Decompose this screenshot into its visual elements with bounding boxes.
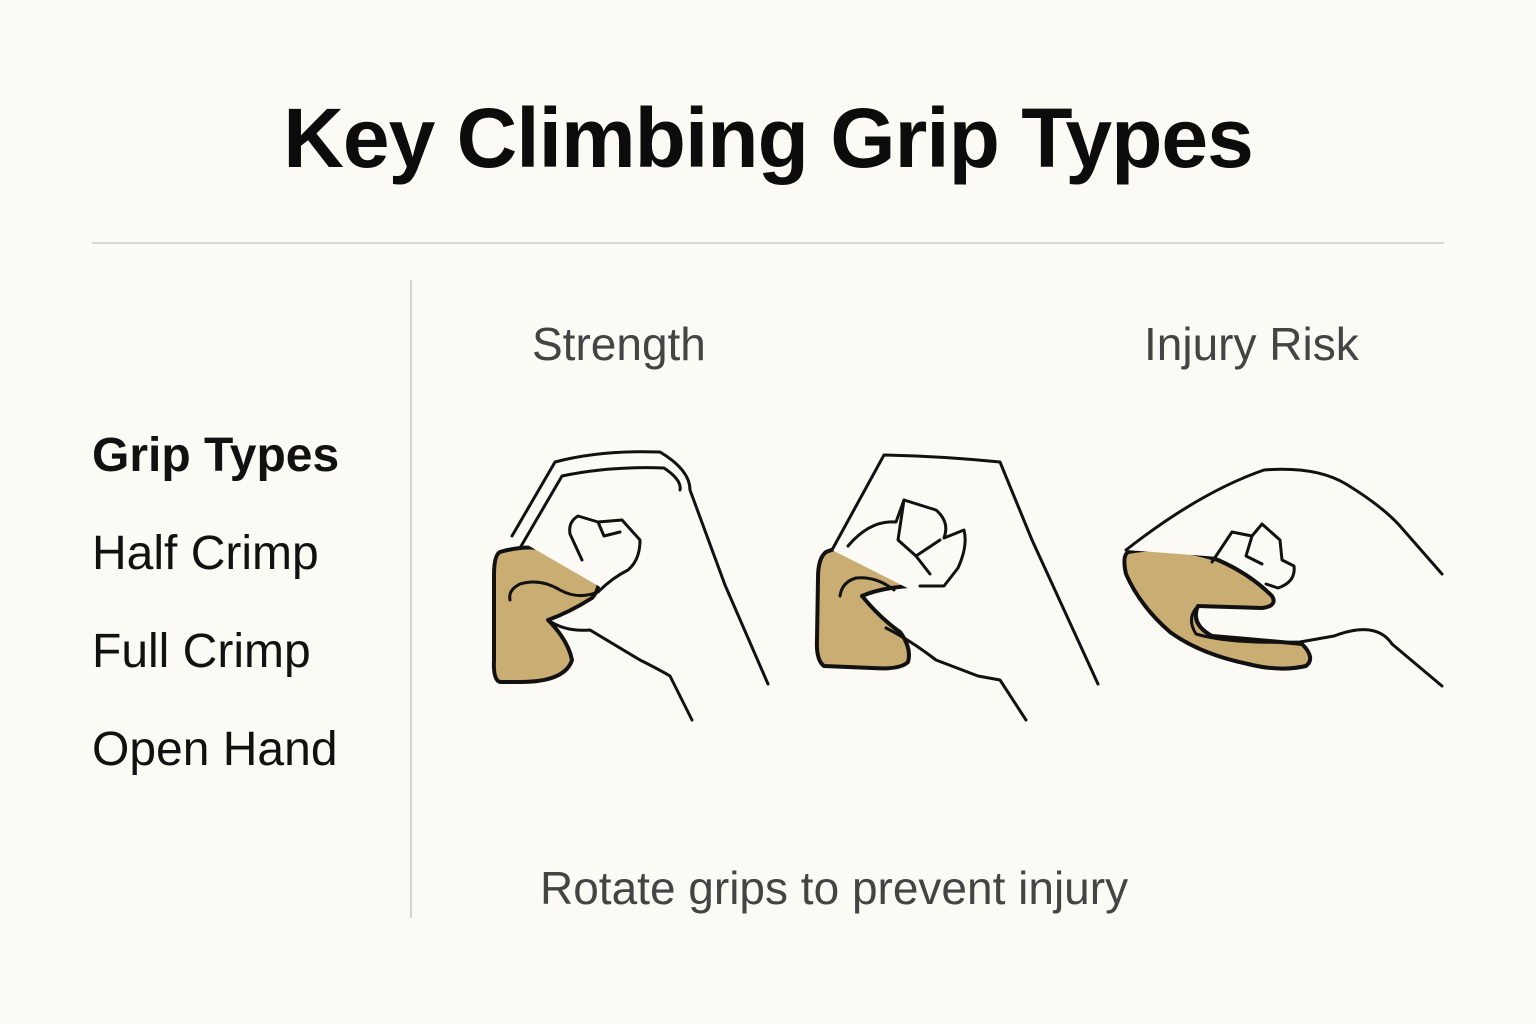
sidebar-item-full-crimp: Full Crimp: [92, 625, 311, 678]
title-divider: [92, 242, 1444, 244]
sidebar-heading: Grip Types: [92, 429, 340, 482]
sidebar-divider: [410, 280, 412, 918]
sidebar-item-half-crimp: Half Crimp: [92, 527, 319, 580]
injury-risk-label: Injury Risk: [1144, 318, 1359, 370]
full-crimp-hand-icon: [814, 453, 1100, 722]
footnote: Rotate grips to prevent injury: [540, 862, 1129, 914]
page-title: Key Climbing Grip Types: [283, 91, 1254, 185]
open-hand-grip-icon: [1122, 467, 1444, 688]
sidebar-item-open-hand: Open Hand: [92, 723, 338, 776]
half-crimp-hand-icon: [491, 450, 770, 722]
strength-label: Strength: [532, 318, 706, 370]
